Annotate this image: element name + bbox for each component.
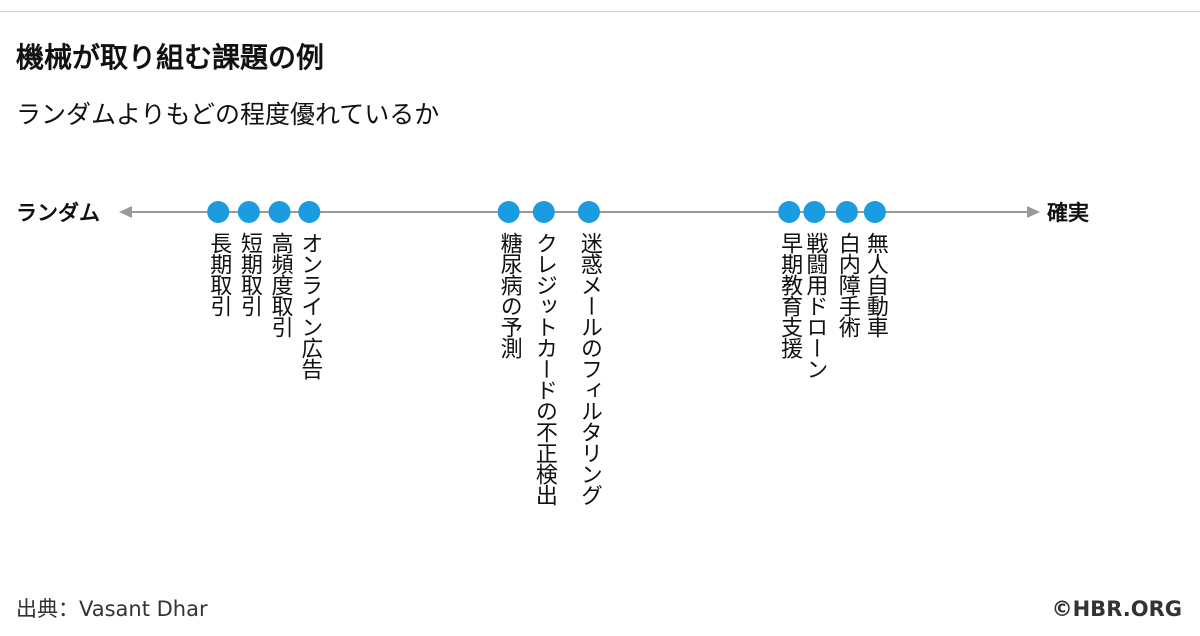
source-credit: 出典：Vasant Dhar	[16, 597, 208, 621]
item-dot	[237, 201, 260, 223]
chart-subtitle: ランダムよりもどの程度優れているか	[16, 100, 440, 129]
item-label: 戦闘用ドローン	[802, 232, 828, 379]
item-dots	[207, 201, 886, 223]
brand-logo: ©HBR.ORG	[1051, 597, 1182, 621]
item-label: オンライン広告	[297, 232, 323, 379]
item-dot	[497, 201, 520, 223]
item-dot	[803, 201, 826, 223]
item-dot	[577, 201, 600, 223]
item-dot	[532, 201, 555, 223]
right-arrow-icon	[1027, 206, 1040, 218]
item-label: 短期取引	[236, 232, 262, 316]
scale-left-label: ランダム	[16, 201, 100, 225]
item-label: 迷惑メールのフィルタリング	[576, 232, 602, 505]
item-label: 糖尿病の予測	[496, 232, 522, 358]
left-arrow-icon	[119, 206, 132, 218]
item-label: 無人自動車	[862, 232, 888, 337]
chart-title: 機械が取り組む課題の例	[16, 41, 325, 74]
item-dot	[863, 201, 886, 223]
item-label: クレジットカードの不正検出	[531, 232, 557, 505]
item-dot	[778, 201, 801, 223]
scale-axis	[119, 201, 1040, 223]
item-dot	[207, 201, 230, 223]
item-dot	[268, 201, 291, 223]
top-divider	[0, 11, 1200, 12]
scale-right-label: 確実	[1047, 201, 1089, 225]
item-dot	[298, 201, 321, 223]
item-label: 長期取引	[206, 232, 232, 316]
item-label: 早期教育支援	[777, 232, 803, 358]
item-label: 白内障手術	[834, 232, 860, 337]
item-dot	[835, 201, 858, 223]
item-label: 高頻度取引	[267, 232, 293, 337]
